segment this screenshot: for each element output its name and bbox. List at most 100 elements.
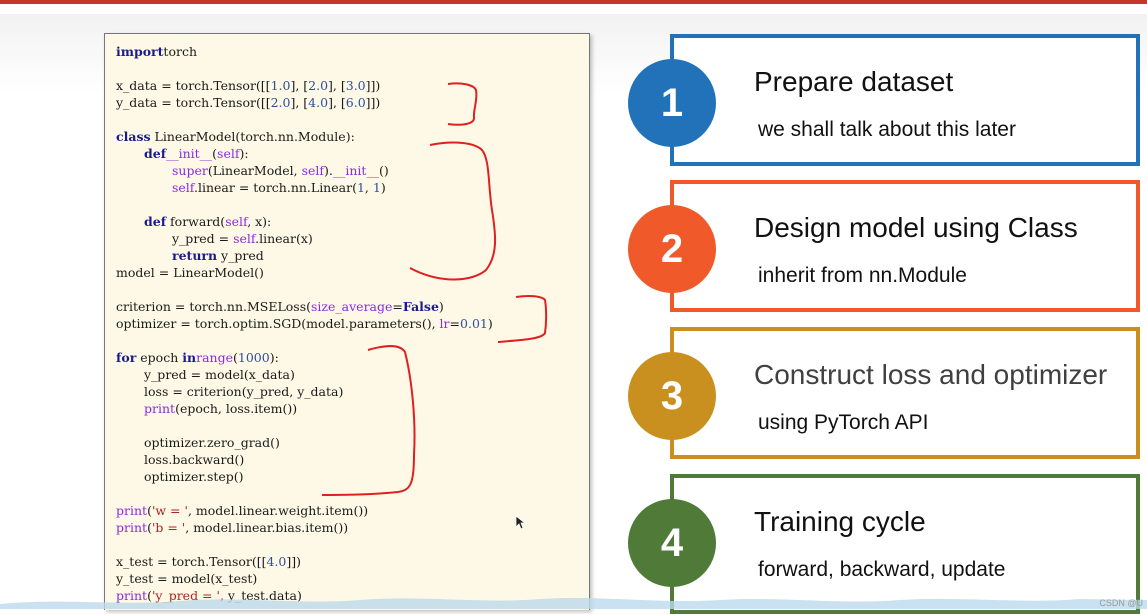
code-line: y_pred = self.linear(x) [172,230,313,247]
code-line: super(LinearModel, self).__init__() [172,162,389,179]
code-token: 0.01 [460,316,488,331]
code-token: 2.0 [270,95,291,110]
code-token: ( [147,503,152,518]
code-token: forward( [166,214,226,229]
code-token: ) [380,180,386,195]
code-line: loss.backward() [144,451,244,468]
code-token: ( [147,520,152,535]
code-token: (LinearModel, [207,163,302,178]
code-token: y_data = torch.Tensor([[ [116,95,271,110]
code-token: 1000 [237,350,270,365]
bottom-wave-decoration [0,597,1147,609]
code-token: x_data = torch.Tensor([[ [116,78,271,93]
code-token: .linear = torch.nn.Linear( [194,180,357,195]
step-title: Construct loss and optimizer [754,359,1108,390]
code-token: 2.0 [308,78,329,93]
code-token: ]]) [365,95,381,110]
code-token: super [172,163,208,178]
code-token: loss = criterion(y_pred, y_data) [144,384,344,399]
code-line: importtorch [116,43,197,60]
code-token: loss.backward() [144,452,245,467]
step-subtitle: using PyTorch API [758,411,929,434]
code-token: y_pred = [172,231,234,246]
code-token: 4.0 [308,95,329,110]
code-token: 1.0 [270,78,291,93]
step-card-1: Prepare dataset we shall talk about this… [670,34,1140,166]
step-number-badge: 2 [628,205,716,293]
code-line: def__init__(self): [144,145,249,162]
code-token: 1 [372,180,381,195]
code-token: ) [487,316,493,331]
code-line: return y_pred [172,247,264,264]
code-token: __init__ [332,163,379,178]
code-token: ): [269,350,279,365]
step-subtitle: we shall talk about this later [758,118,1016,141]
step-title: Training cycle [754,506,926,537]
code-token: , model.linear.bias.item()) [185,520,349,535]
code-token: import [116,44,164,59]
code-token: size_average [311,299,393,314]
code-token: self [172,180,194,195]
code-line: self.linear = torch.nn.Linear(1, 1) [172,179,386,196]
code-line: y_data = torch.Tensor([[2.0], [4.0], [6.… [116,94,380,111]
step-number-badge: 3 [628,352,716,440]
step-number-badge: 1 [628,59,716,147]
code-line: print('b = ', model.linear.bias.item()) [116,519,348,536]
code-token: ). [324,163,333,178]
code-token: ( [212,146,218,161]
code-line: criterion = torch.nn.MSELoss(size_averag… [116,298,444,315]
step-card-3: Construct loss and optimizer using PyTor… [670,327,1140,459]
code-token: 6.0 [345,95,366,110]
code-token: x_test = torch.Tensor([[ [116,554,267,569]
code-token: ( [147,588,152,603]
watermark: CSDN @U [1099,598,1143,608]
code-line: for epoch inrange(1000): [116,349,279,366]
code-token: torch [163,44,197,59]
code-token: y_pred [217,248,264,263]
code-token: , x): [247,214,272,229]
code-token: ], [ [290,95,309,110]
code-token: .linear(x) [255,231,313,246]
code-token: optimizer = torch.optim.SGD(model.parame… [116,316,440,331]
code-line: y_pred = model(x_data) [144,366,295,383]
code-token: ) [438,299,444,314]
code-line: optimizer.step() [144,468,244,485]
code-line: optimizer.zero_grad() [144,434,280,451]
code-token: 'b = ' [151,520,186,535]
code-line: print('w = ', model.linear.weight.item()… [116,502,368,519]
code-token: lr [439,316,450,331]
code-token: self [217,146,240,161]
code-line: x_data = torch.Tensor([[1.0], [2.0], [3.… [116,77,380,94]
step-subtitle: inherit from nn.Module [758,264,967,287]
code-line: loss = criterion(y_pred, y_data) [144,383,343,400]
code-token: ], [ [290,78,309,93]
code-token: ]]) [286,554,302,569]
code-token: self [225,214,248,229]
code-token: 3.0 [345,78,366,93]
code-line: y_test = model(x_test) [116,570,257,587]
code-token: () [378,163,389,178]
code-token: , y_test.data) [219,588,302,603]
code-token: (epoch, loss.item()) [175,401,298,416]
code-token: print [116,520,148,535]
step-number-badge: 4 [628,499,716,587]
code-token: = [449,316,461,331]
code-token: print [116,588,148,603]
code-token: ], [ [328,95,346,110]
code-token: criterion = torch.nn.MSELoss( [116,299,312,314]
code-line: print(epoch, loss.item()) [144,400,297,417]
code-token: = [392,299,403,314]
code-line: class LinearModel(torch.nn.Module): [116,128,355,145]
step-subtitle: forward, backward, update [758,558,1006,581]
code-token: 1 [356,180,365,195]
code-token: LinearModel(torch.nn.Module): [150,129,355,144]
code-token: print [144,401,176,416]
code-line: def forward(self, x): [144,213,271,230]
mouse-cursor-icon [515,515,527,530]
code-token: optimizer.zero_grad() [144,435,280,450]
code-token: model = LinearModel() [116,265,264,280]
code-line: optimizer = torch.optim.SGD(model.parame… [116,315,493,332]
code-token: in [182,350,197,365]
code-token: 'w = ' [151,503,188,518]
code-token: ): [239,146,249,161]
